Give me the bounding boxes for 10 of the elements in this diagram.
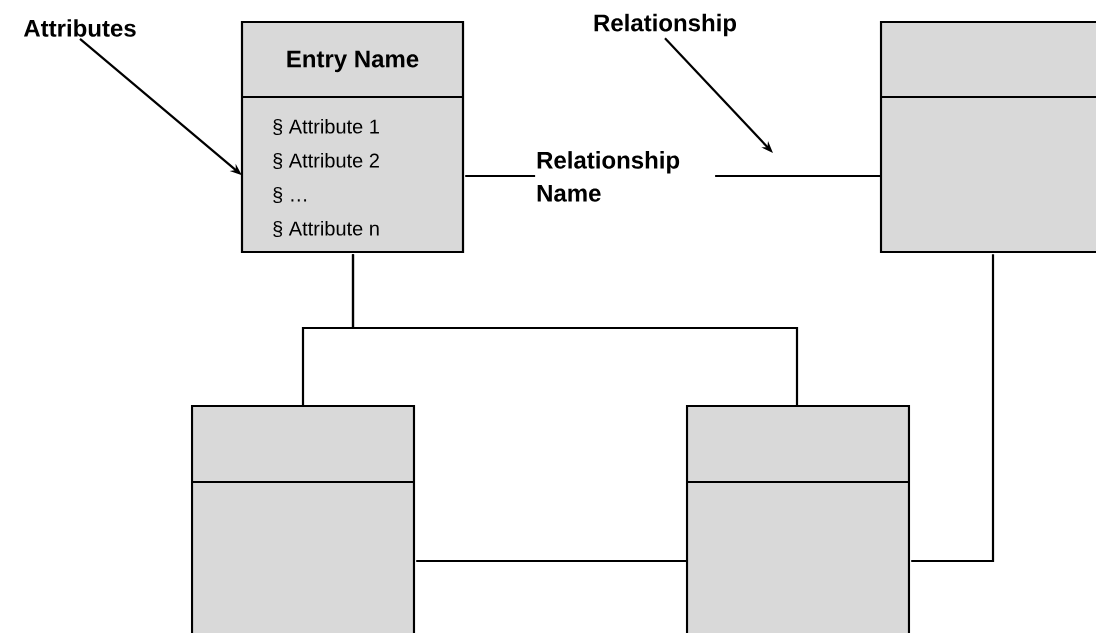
entity-box <box>879 20 1096 254</box>
callout-text: Attributes <box>23 19 136 37</box>
connector-line <box>416 559 687 563</box>
callout-text: Relationship <box>594 13 737 37</box>
connector-line <box>911 254 995 563</box>
connector-line <box>351 254 799 406</box>
entity-box <box>190 404 416 633</box>
entity-box <box>685 404 911 633</box>
entity-box: Entry Name § Attribute 1 § Attribute 2 § … § Attribute n <box>240 20 465 254</box>
edge-label: Relationship Name <box>535 150 716 203</box>
